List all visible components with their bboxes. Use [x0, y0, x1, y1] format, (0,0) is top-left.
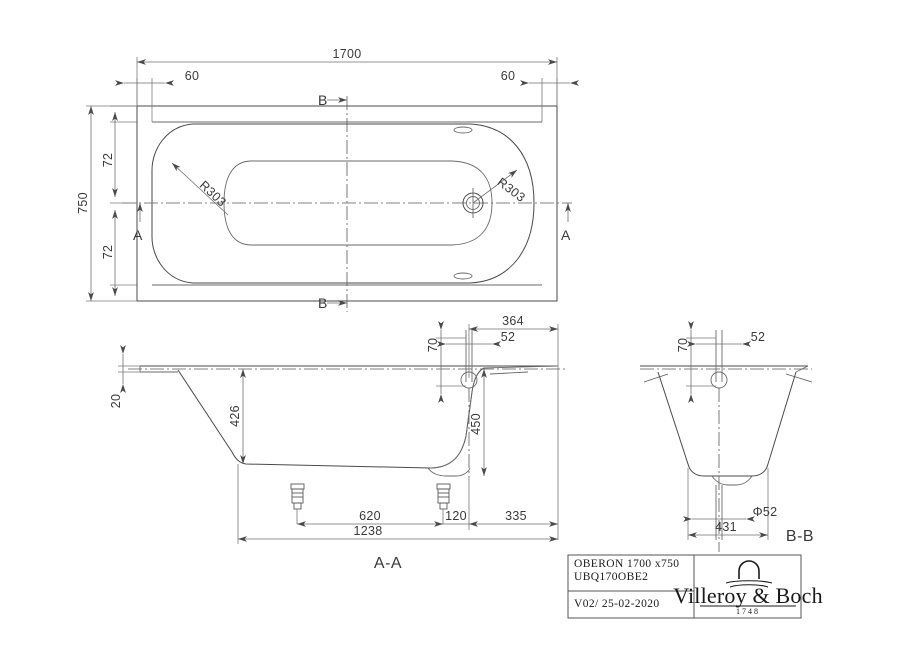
aa-bath-profile — [177, 367, 485, 469]
bb-waste-pipe — [710, 330, 728, 540]
brand-name: Villeroy & Boch — [673, 583, 823, 608]
bb-waste-diameter-label: Φ52 — [753, 505, 778, 519]
plan-overall-length-label: 1700 — [332, 47, 361, 61]
bb-internal-width-label: 431 — [715, 520, 737, 534]
plan-section-marker-a-left: A — [133, 203, 143, 243]
aa-foot-span-label: 1238 — [353, 524, 382, 538]
plan-radius-right-label: R303 — [495, 175, 528, 205]
plan-view: R303 R303 1700 60 60 — [76, 47, 579, 312]
aa-foot-to-waste-label: 120 — [445, 509, 467, 523]
title-block-product-name: OBERON 1700 x750 — [574, 558, 679, 570]
bb-overflow-offset-label: 70 — [676, 338, 690, 353]
section-aa-view: 20 426 450 70 52 — [109, 314, 568, 572]
plan-radius-leader-right: R303 — [472, 169, 528, 205]
aa-dim-overflow-offset: 70 — [426, 321, 466, 403]
plan-basin-floor-outline — [223, 160, 493, 246]
section-aa-label: A-A — [374, 555, 402, 572]
plan-bath-bowl — [151, 123, 535, 284]
plan-section-marker-b-bottom: B — [318, 295, 347, 311]
section-bb-view: 70 52 Φ52 431 B-B — [640, 321, 814, 552]
plan-rim-left-label: 60 — [185, 69, 200, 83]
aa-dim-foot-span: 1238 — [237, 464, 558, 544]
aa-dim-rim-thickness: 20 — [109, 345, 140, 409]
aa-rim-thickness-label: 20 — [109, 394, 123, 409]
plan-section-marker-b-top: B — [318, 92, 347, 108]
aa-waste-to-end-label: 335 — [505, 509, 527, 523]
brand-year: 1748 — [736, 607, 760, 616]
plan-dim-edge-top: 72 — [101, 105, 137, 204]
aa-inner-depth-label: 426 — [228, 405, 242, 427]
title-block-product-code: UBQ170OBE2 — [574, 571, 648, 583]
plan-dim-edge-bottom: 72 — [101, 210, 137, 296]
bb-dim-internal-width: 431 — [688, 520, 768, 538]
aa-waste-centre-label: 52 — [501, 330, 516, 344]
plan-dim-rim-right: 60 — [501, 69, 579, 122]
plan-rim-right-label: 60 — [501, 69, 516, 83]
plan-dim-overall-width: 750 — [76, 105, 137, 302]
plan-edge-bottom-label: 72 — [101, 245, 115, 260]
aa-foot-left — [290, 483, 305, 524]
aa-right-rim-stroke — [489, 371, 529, 375]
aa-waste-recess — [427, 467, 471, 477]
bb-waste-centre-label: 52 — [751, 330, 766, 344]
brand-logo-icon — [725, 560, 773, 588]
aa-waste-from-end-label: 364 — [502, 314, 524, 328]
bb-dim-overflow-offset: 70 — [676, 321, 716, 403]
plan-edge-top-label: 72 — [101, 153, 115, 168]
bb-break-right — [785, 373, 813, 383]
plan-section-b-top-letter: B — [318, 92, 327, 108]
aa-dim-outer-height: 450 — [469, 369, 487, 476]
aa-foot-right — [436, 483, 451, 524]
plan-overall-width-label: 750 — [76, 192, 90, 214]
aa-dim-waste-from-end: 364 — [468, 314, 559, 378]
section-bb-label: B-B — [786, 528, 814, 545]
plan-overflow-slot-bottom — [453, 272, 473, 280]
aa-dim-inner-depth: 426 — [228, 369, 246, 464]
bb-rim-right-edge — [795, 365, 809, 373]
bb-trough-profile — [657, 371, 797, 477]
bb-dim-waste-centre: 52 — [687, 330, 766, 348]
aa-right-rim-edge — [483, 365, 559, 369]
title-block-revision: V02/ 25-02-2020 — [574, 598, 660, 610]
bb-dim-waste-diameter: Φ52 — [683, 505, 778, 522]
aa-overflow-offset-label: 70 — [426, 338, 440, 353]
aa-dim-waste-centre: 52 — [437, 330, 516, 348]
aa-outer-height-label: 450 — [469, 413, 483, 435]
plan-overflow-slot-top — [453, 126, 473, 134]
bb-waste-recess — [711, 475, 753, 486]
plan-radius-leader-left: R303 — [171, 162, 229, 216]
plan-section-marker-a-right: A — [561, 203, 571, 243]
aa-foot-spacing-label: 620 — [359, 509, 381, 523]
plan-dim-rim-left: 60 — [115, 69, 200, 122]
plan-section-a-left-letter: A — [133, 227, 143, 243]
bb-break-left — [643, 373, 669, 383]
plan-section-a-right-letter: A — [561, 227, 571, 243]
title-block: OBERON 1700 x750 UBQ170OBE2 V02/ 25-02-2… — [567, 554, 823, 619]
aa-dim-foot-spacing: 620 — [297, 509, 443, 527]
aa-dim-waste-to-end: 335 — [469, 509, 558, 527]
plan-section-b-bottom-letter: B — [318, 295, 327, 311]
